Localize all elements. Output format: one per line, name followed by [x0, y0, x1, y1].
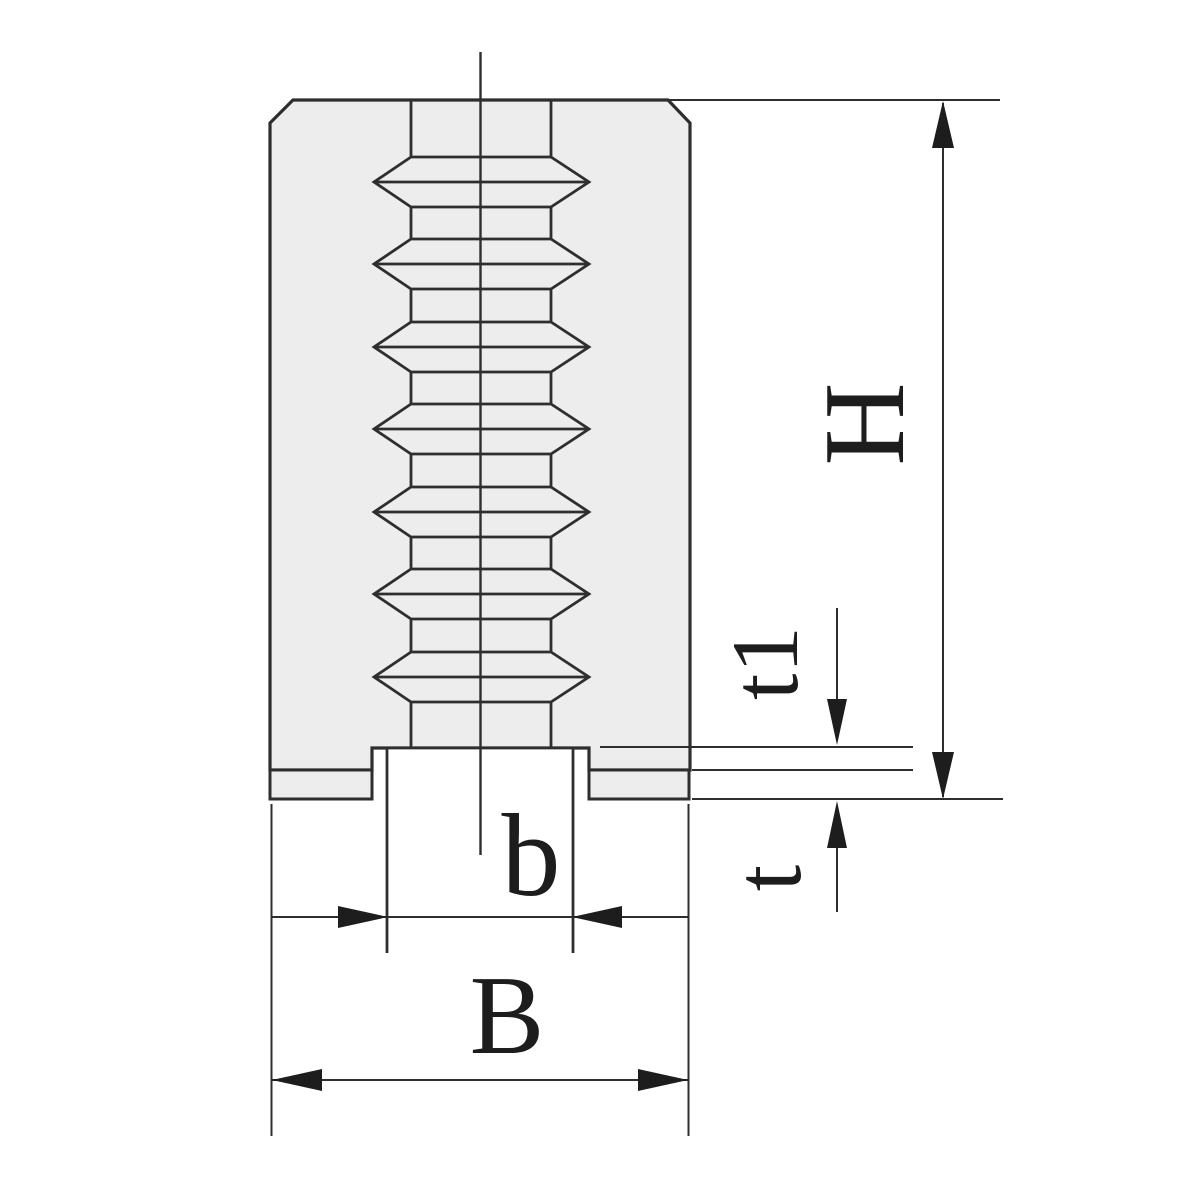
dim-B: B: [272, 954, 688, 1091]
dim-b: b: [272, 790, 688, 928]
extension-lines: [270, 99, 1003, 1136]
dim-t-arrow-up: [827, 801, 847, 848]
dim-H-arrow-up: [932, 101, 954, 148]
dim-H-label: H: [801, 382, 928, 465]
dim-t: t: [715, 801, 847, 912]
dim-t-label: t: [715, 865, 821, 891]
dim-t1-label: t1: [712, 626, 818, 700]
dim-b-label: b: [502, 790, 561, 921]
dim-b-arrow-left: [572, 906, 622, 928]
serration-profile: [371, 100, 592, 748]
dim-H-arrow-down: [932, 752, 954, 799]
jaw-foot-left: [268, 768, 374, 801]
dim-B-arrow-left: [272, 1069, 322, 1091]
dim-B-label: B: [470, 954, 545, 1078]
dim-H: H: [801, 101, 954, 799]
jaw-foot-right: [587, 768, 691, 801]
dim-t1: t1: [712, 608, 847, 745]
dim-t1-arrow-down: [827, 699, 847, 745]
dim-B-arrow-right: [638, 1069, 688, 1091]
dim-b-arrow-right: [338, 906, 388, 928]
